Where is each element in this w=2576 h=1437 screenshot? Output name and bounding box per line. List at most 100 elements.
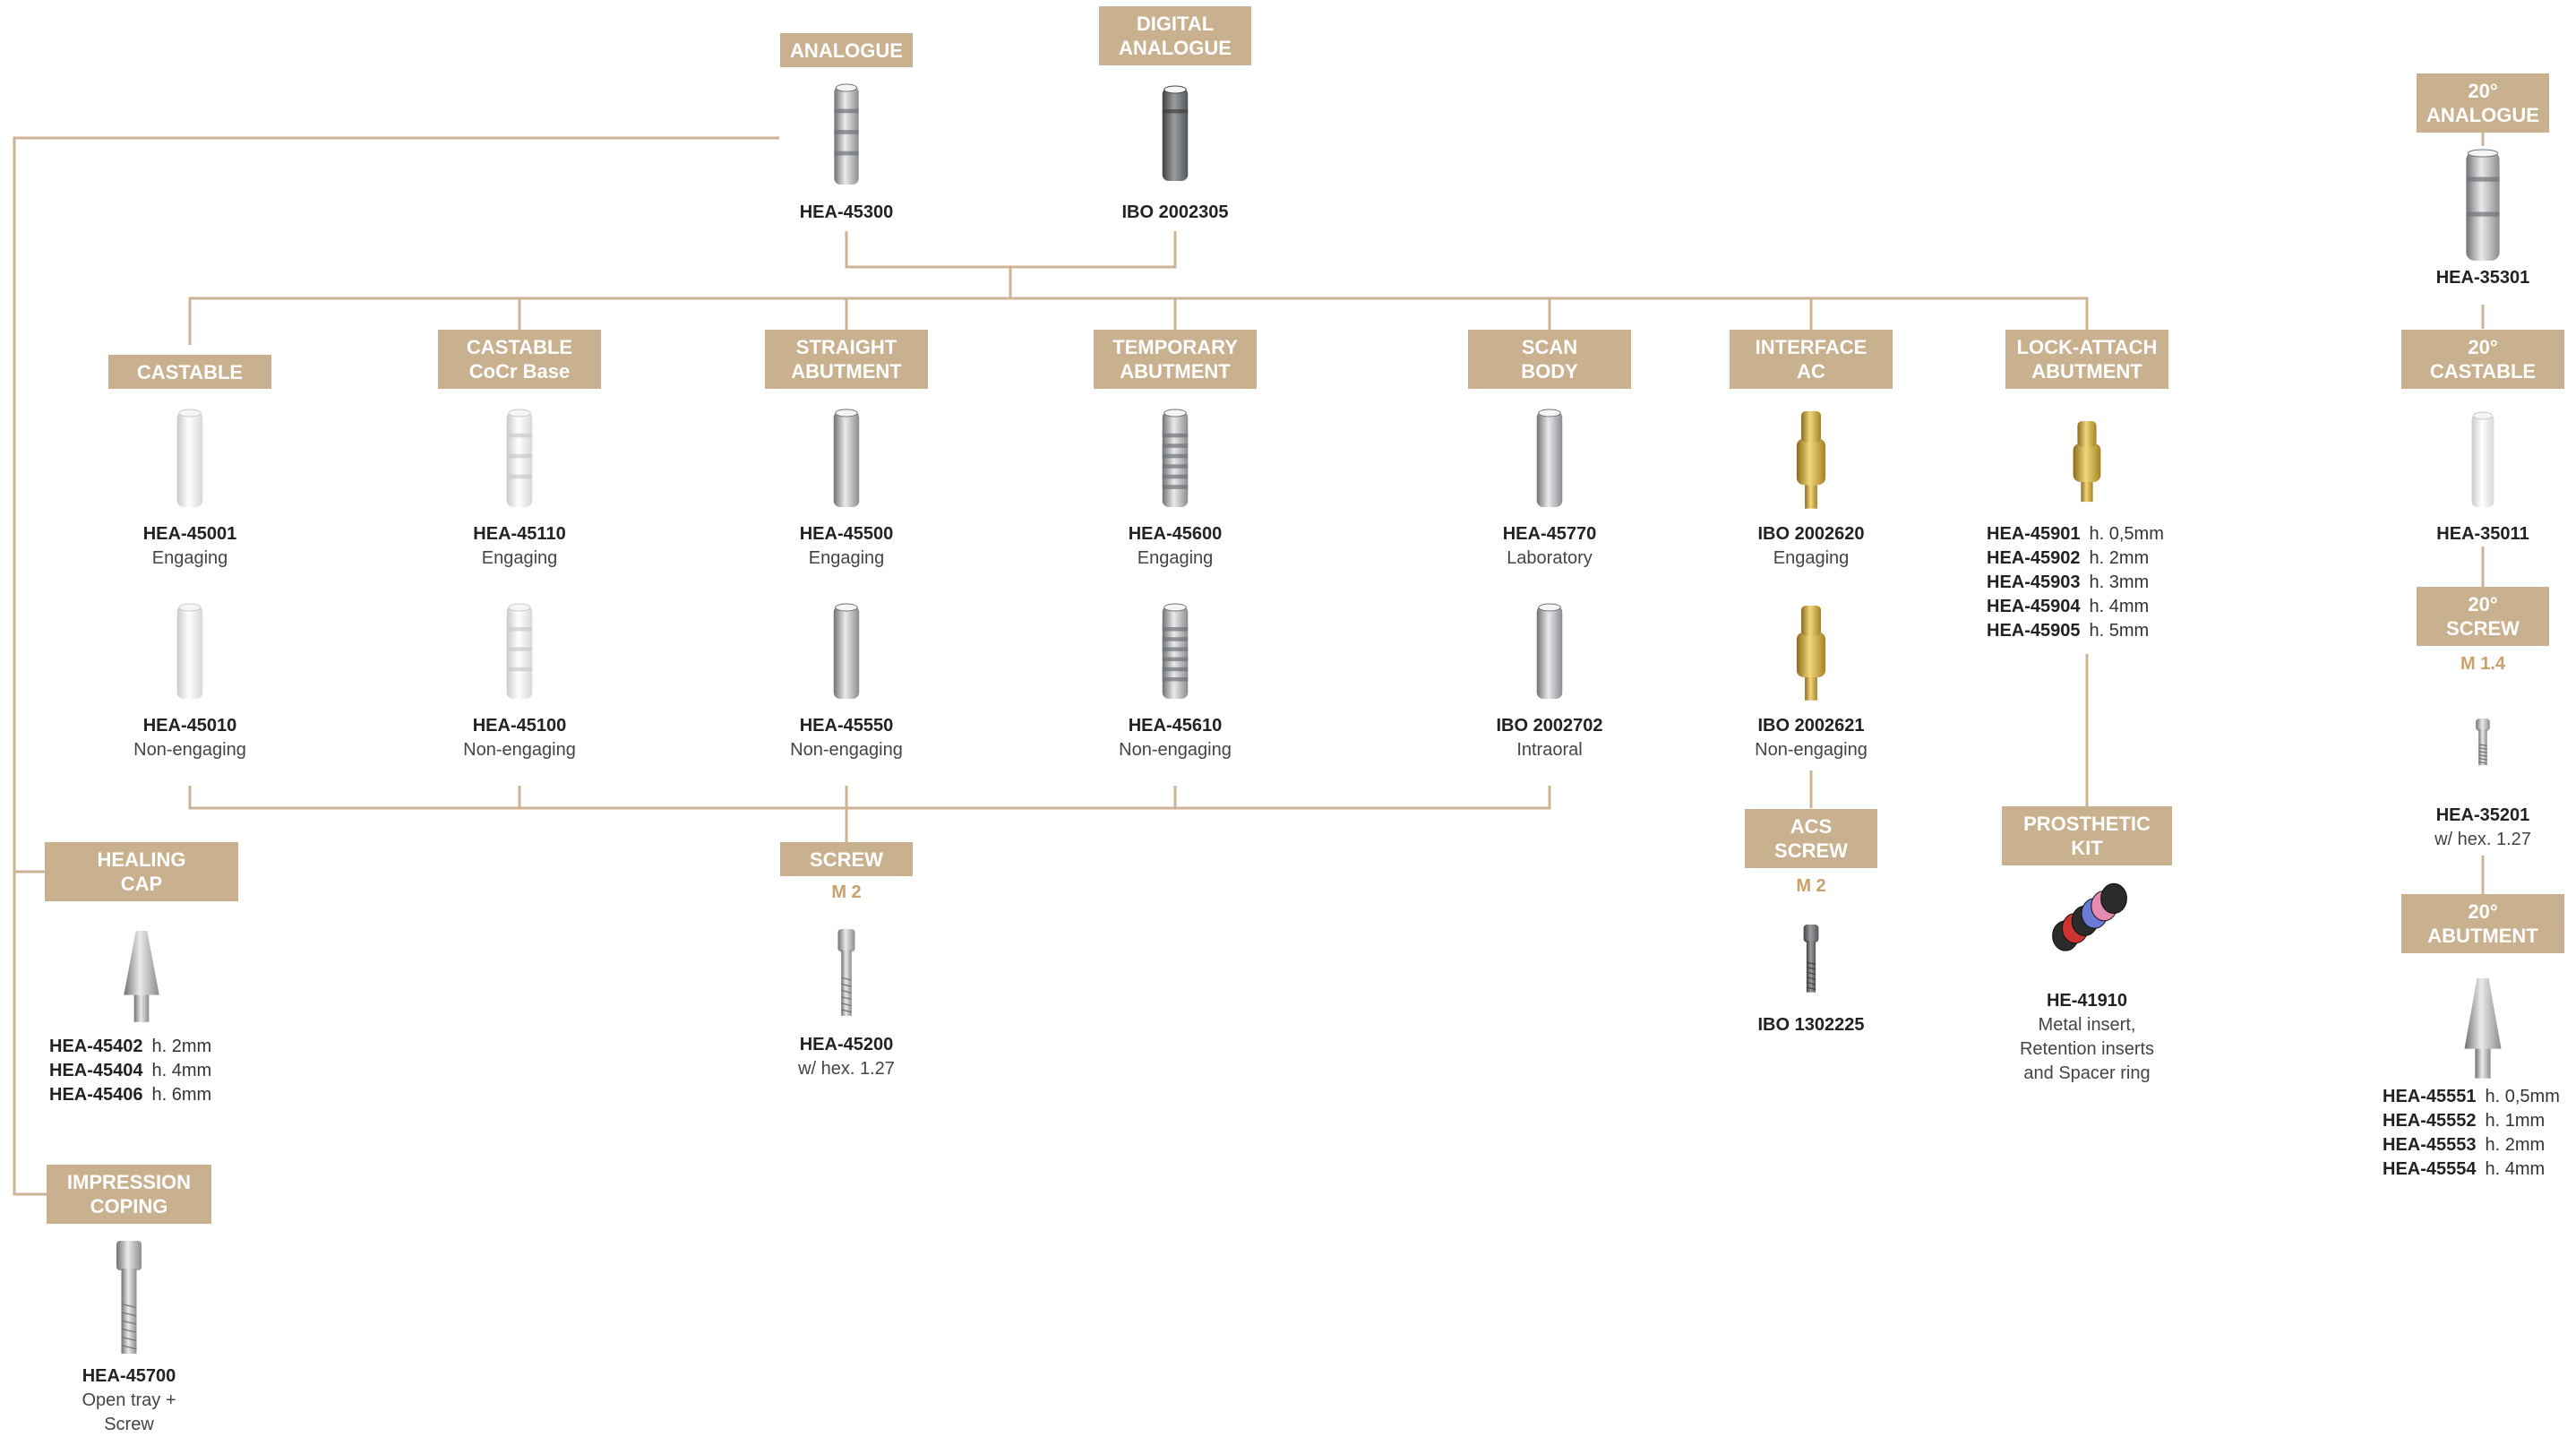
acs-screw-size: M 2: [1632, 874, 1990, 899]
castable-cocr-icon: [499, 602, 540, 702]
angled-castable-label-line: 20°: [2468, 336, 2498, 358]
scan-body-icon: [1529, 408, 1570, 511]
column-label-line: STRAIGHT: [795, 336, 897, 358]
variant-height: h. 0,5mm: [2089, 524, 2164, 544]
prosthetic-kit-label-line: PROSTHETIC: [2023, 813, 2151, 835]
item-caption-text: Laboratory: [1507, 548, 1593, 568]
item-caption-text: HEA-45010: [142, 716, 237, 736]
interface-gold-icon: [1790, 602, 1832, 702]
digital-analogue-label-line: DIGITAL: [1136, 13, 1215, 35]
angled-analogue-code-text: HEA-35301: [2435, 268, 2530, 288]
angled-castable-icon: [2465, 410, 2501, 511]
item-caption-text: HEA-45600: [1128, 524, 1223, 544]
column-label-line: BODY: [1521, 360, 1578, 383]
angled-screw-icon: [2470, 717, 2495, 767]
column-label-line: CASTABLE: [136, 360, 244, 383]
angled-analogue-label-line: 20°: [2468, 80, 2498, 102]
angled-abutment-label-line: ABUTMENT: [2427, 925, 2538, 947]
item-caption-text: IBO 2002620: [1757, 524, 1865, 544]
variant-code: HEA-45402: [49, 1037, 143, 1056]
digital-analogue-icon: [1155, 84, 1196, 185]
variant-height: h. 4mm: [151, 1061, 212, 1080]
interface-gold-icon: [1790, 408, 1832, 511]
variant-code: HEA-45554: [2383, 1159, 2477, 1179]
item-caption-text: Non-engaging: [463, 740, 576, 760]
column-label-line: ABUTMENT: [1120, 360, 1231, 383]
variant-code: HEA-45903: [1987, 572, 2081, 592]
prosthetic-kit-icon: [2033, 878, 2141, 971]
variant-code: HEA-45905: [1987, 621, 2081, 641]
connector-line: [13, 136, 779, 1196]
screw-label-line: SCREW: [810, 848, 883, 871]
item-caption-text: Engaging: [151, 548, 228, 568]
angled-analogue-label-line: ANALOGUE: [2426, 104, 2539, 126]
analogue-label: ANALOGUE: [780, 33, 913, 67]
healing-cap-variants-row: HEA-45404 h. 4mm: [49, 1059, 211, 1083]
column-label-line: TEMPORARY: [1112, 336, 1238, 358]
variant-height: h. 6mm: [151, 1085, 212, 1105]
angled-screw-label-line: 20°: [2468, 593, 2498, 615]
analogue-code: HEA-45300: [667, 201, 1026, 225]
healing-cap-label-line: HEALING: [97, 848, 186, 871]
variant-code: HEA-45552: [2383, 1111, 2477, 1131]
column-label-line: CoCr Base: [468, 360, 571, 383]
item-caption-text: Engaging: [481, 548, 558, 568]
variant-code: HEA-45404: [49, 1061, 143, 1080]
angled-castable-label-line: CASTABLE: [2429, 360, 2537, 383]
item-caption-text: HEA-45500: [799, 524, 894, 544]
variant-code: HEA-45904: [1987, 597, 2081, 616]
column-label-line: AC: [1797, 360, 1825, 383]
castable-cocr-icon: [499, 408, 540, 511]
angled-screw-label: 20°SCREW: [2417, 587, 2549, 646]
digital-analogue-label-line: ANALOGUE: [1119, 37, 1232, 59]
item-caption-text: HEA-45770: [1502, 524, 1597, 544]
variant-height: h. 2mm: [2485, 1135, 2546, 1155]
angled-castable-code: HEA-35011: [2304, 522, 2576, 546]
digital-analogue-code: IBO 2002305: [996, 201, 1354, 225]
variant-code: HEA-45901: [1987, 524, 2081, 544]
variant-code: HEA-45406: [49, 1085, 143, 1105]
impression-coping-caption-text: Screw: [104, 1415, 154, 1434]
healing-cap-label-line: CAP: [120, 873, 163, 895]
angled-screw-size: M 1.4: [2304, 652, 2576, 676]
prosthetic-kit-label-line: KIT: [2071, 837, 2103, 859]
variant-height: h. 2mm: [2089, 548, 2150, 568]
screw-caption-text: w/ hex. 1.27: [798, 1059, 895, 1079]
variant-height: h. 4mm: [2485, 1159, 2546, 1179]
angled-screw-label-line: SCREW: [2446, 617, 2520, 640]
analogue-label-line: ANALOGUE: [790, 39, 903, 62]
angled-abutment-icon: [2459, 975, 2507, 1080]
prosthetic-kit-caption-text: Metal insert,: [2038, 1015, 2136, 1035]
acs-screw-code-text: IBO 1302225: [1757, 1015, 1865, 1035]
acs-screw-code: IBO 1302225: [1632, 1013, 1990, 1037]
column-label-line: LOCK-ATTACH: [2016, 336, 2158, 358]
item-caption-text: Intraoral: [1516, 740, 1583, 760]
screw-size-text: M 2: [831, 882, 862, 902]
item-caption-text: Non-engaging: [790, 740, 903, 760]
digital-analogue-code-text: IBO 2002305: [1121, 202, 1229, 222]
column-label-line: SCAN: [1521, 336, 1578, 358]
item-caption-text: HEA-45110: [473, 524, 566, 544]
screw-caption-text: HEA-45200: [799, 1035, 894, 1054]
item-caption-text: HEA-45610: [1128, 716, 1223, 736]
temporary-abutment-icon: [1155, 602, 1196, 702]
lock-attach-icon: [2067, 417, 2107, 503]
